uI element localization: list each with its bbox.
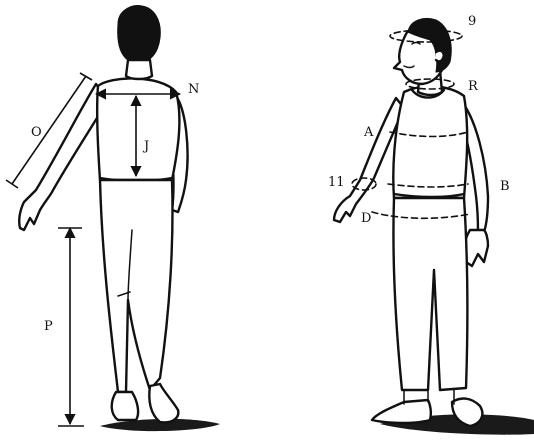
label-j: J: [142, 139, 149, 154]
label-r: R: [468, 79, 479, 94]
front-left-shoe: [372, 400, 431, 423]
back-view-figure: [6, 6, 220, 431]
label-9: 9: [468, 14, 476, 29]
front-torso: [393, 86, 467, 198]
front-trousers: [393, 198, 467, 390]
back-trousers: [100, 180, 173, 392]
label-11: 11: [328, 175, 345, 190]
label-b: B: [500, 179, 510, 194]
label-n: N: [188, 82, 199, 97]
back-neck: [126, 60, 152, 79]
back-left-arm: [19, 84, 108, 230]
front-view-figure: [334, 19, 534, 435]
back-right-shoe: [149, 384, 178, 422]
back-left-shoe: [112, 392, 138, 420]
label-a: A: [363, 125, 374, 140]
label-d: D: [361, 211, 371, 226]
label-o: O: [31, 125, 42, 140]
label-p: P: [44, 319, 53, 334]
back-head-hair: [118, 6, 161, 64]
